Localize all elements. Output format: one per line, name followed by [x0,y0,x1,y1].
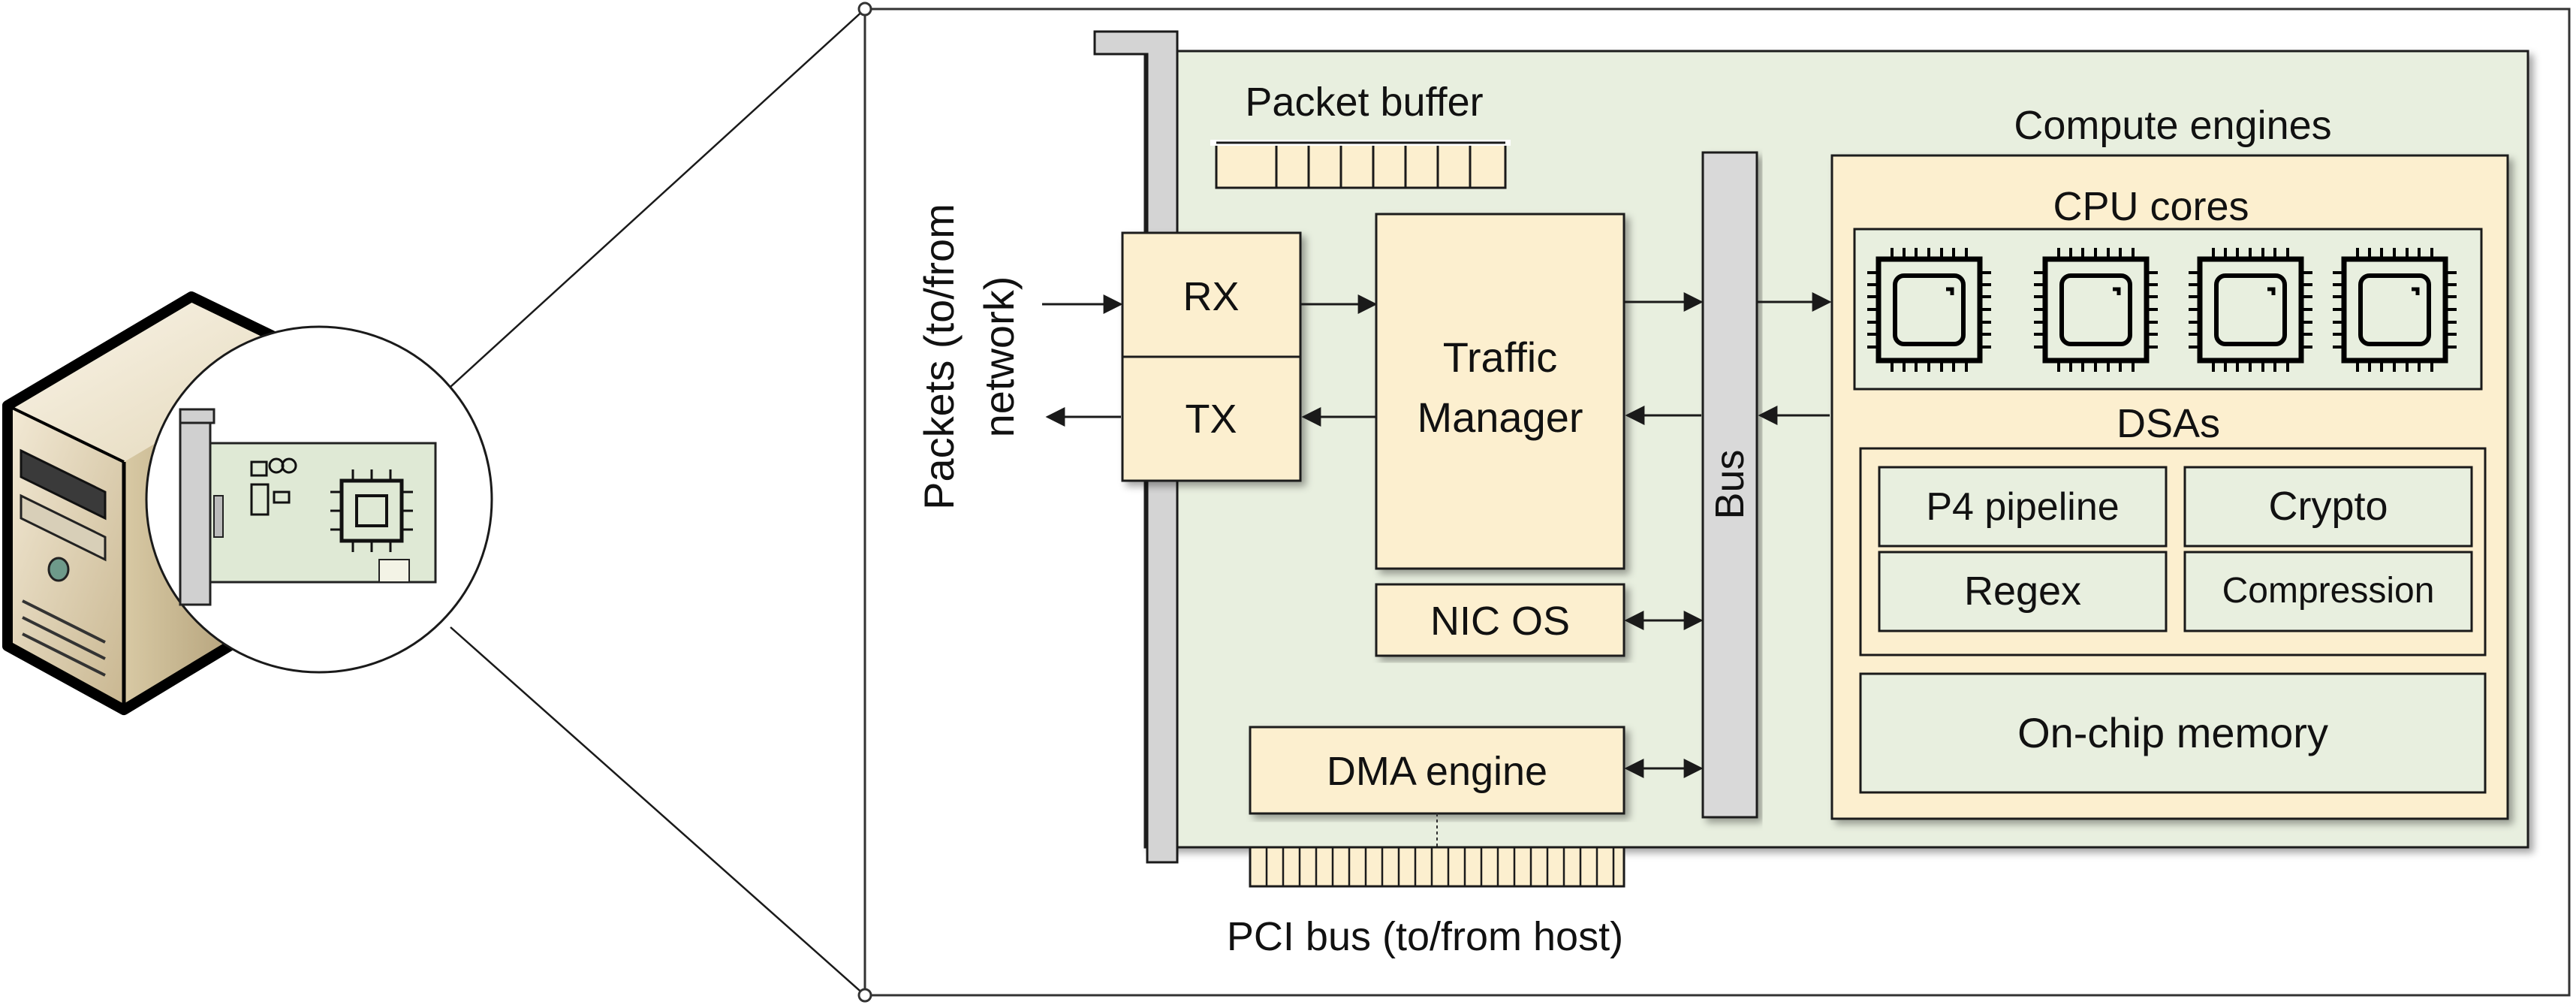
crypto-label: Crypto [2268,484,2388,529]
bus-label: Bus [1707,449,1752,519]
rx-label: RX [1183,274,1239,319]
server-illustration [2,8,866,996]
regex-block [1878,551,2168,632]
packet-buffer-label: Packet buffer [1245,80,1483,125]
nic-card-icon [179,408,437,606]
regex-label: Regex [1964,569,2081,614]
traffic-manager-label-line2: Manager [1417,394,1583,441]
cpu-core-icon [2034,248,2158,372]
bus-block [1701,151,1758,819]
cpu-core-icon [2333,248,2457,372]
on-chip-memory-block [1859,672,2487,794]
compression-block [2183,551,2473,632]
p4-pipeline-label: P4 pipeline [1926,485,2119,529]
compression-label: Compression [2222,571,2435,611]
zoom-line-top [450,8,866,388]
pci-connector [1249,846,1625,888]
rx-block [1121,231,1302,358]
dma-engine-label: DMA engine [1327,749,1547,794]
cpu-core-icon [1867,248,1991,372]
dsas-label: DSAs [2117,401,2220,446]
tx-label: TX [1185,397,1237,442]
compute-engines-label: Compute engines [2014,103,2331,148]
zoom-frame-corner-bottom [857,988,872,1003]
nic-os-block [1375,583,1625,657]
cpu-cores-label: CPU cores [2053,184,2249,229]
traffic-manager-label-line1: Traffic [1443,333,1557,381]
nic-os-label: NIC OS [1430,599,1570,644]
cpu-cores-block [1853,228,2483,391]
crypto-block [2183,466,2473,548]
pci-bus-label: PCI bus (to/from host) [1227,914,1623,959]
packets-label-line2: network) [975,276,1023,438]
traffic-manager-block [1375,213,1625,570]
packet-buffer [1210,140,1511,189]
zoom-line-bottom [450,626,866,996]
zoom-frame-corner-top [857,2,872,17]
cpu-core-icon [2189,248,2312,372]
on-chip-memory-label: On-chip memory [2017,709,2328,756]
p4-pipeline-block [1878,466,2168,548]
packets-label-line1: Packets (to/from [915,204,963,510]
tx-block [1121,355,1302,482]
